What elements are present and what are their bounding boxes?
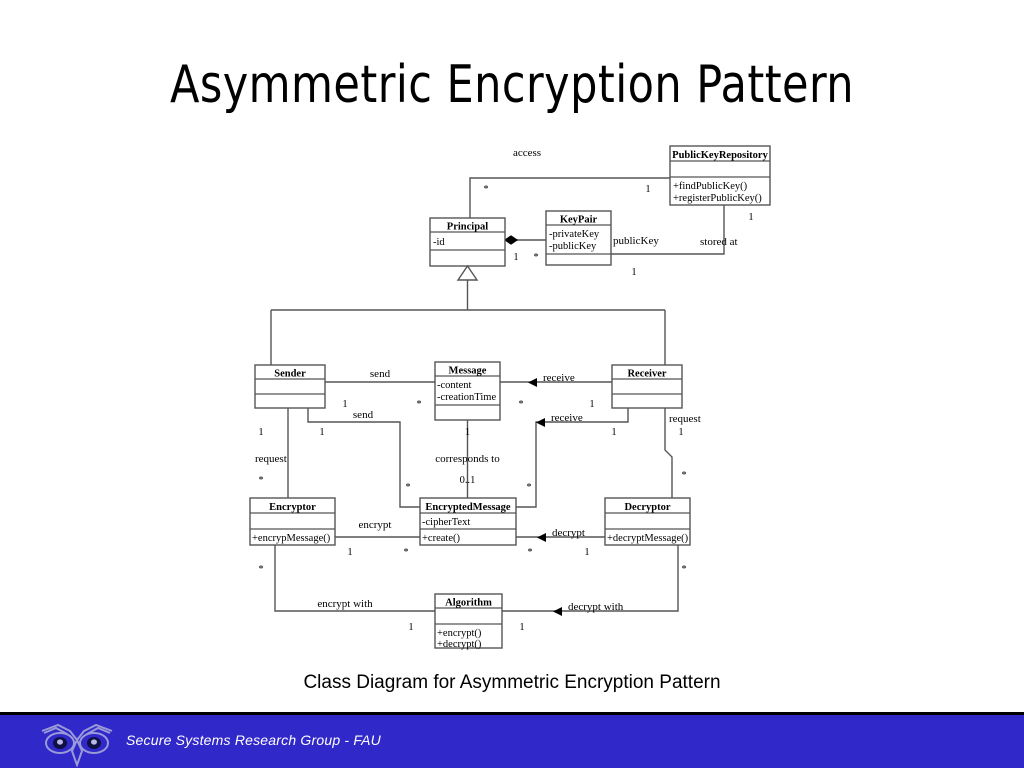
- encrypt-mult-encryptor: 1: [347, 547, 352, 558]
- principal-keypair-mult-keypair: *: [533, 252, 538, 263]
- association-request-decryptor-label: request: [669, 413, 701, 425]
- class-public-key-repository-operation-1: +registerPublicKey(): [673, 193, 762, 204]
- request-encryptor-mult-sender: 1: [258, 427, 263, 438]
- access-mult-repository: 1: [645, 184, 650, 195]
- class-algorithm-name: Algorithm: [445, 598, 492, 609]
- class-sender-name: Sender: [274, 369, 306, 380]
- class-key-pair-attribute-0: -privateKey: [549, 229, 600, 240]
- request-encryptor-mult-encryptor: *: [258, 475, 263, 486]
- decrypt-mult-decryptor: 1: [584, 547, 589, 558]
- owl-logo: [41, 723, 113, 767]
- encrypt-with-mult-encryptor: *: [258, 564, 263, 575]
- footer-text: Secure Systems Research Group - FAU: [126, 732, 381, 748]
- class-receiver[interactable]: Receiver: [611, 364, 683, 409]
- access-mult-principal: *: [483, 184, 488, 195]
- class-encryptor-operation-0: +encrypMessage(): [252, 533, 331, 544]
- decrypt-mult-encrypted: *: [527, 547, 532, 558]
- association-request-decryptor: request 1 *: [664, 408, 701, 498]
- receive-message-mult-receiver: 1: [589, 399, 594, 410]
- association-send-message: send 1 *: [325, 368, 435, 410]
- class-principal-attribute-0: -id: [433, 237, 445, 248]
- association-decrypt-with: decrypt with 1 *: [502, 545, 687, 633]
- class-encryptor-name: Encryptor: [269, 502, 316, 513]
- association-publickey-rolename: publicKey: [613, 235, 659, 247]
- class-key-pair[interactable]: KeyPair -privateKey -publicKey: [545, 210, 612, 266]
- stored-at-mult-keypair: 1: [631, 267, 636, 278]
- class-principal[interactable]: Principal -id: [429, 217, 506, 267]
- association-decrypt-with-label: decrypt with: [568, 601, 624, 613]
- association-encrypt-with: encrypt with * 1: [258, 545, 435, 633]
- class-sender[interactable]: Sender: [254, 364, 326, 409]
- association-send-encrypted-label: send: [353, 409, 374, 421]
- class-encrypted-message-attribute-0: -cipherText: [422, 517, 470, 528]
- send-message-mult-sender: 1: [342, 399, 347, 410]
- association-send-message-label: send: [370, 368, 391, 380]
- class-algorithm-operation-1: +decrypt(): [437, 639, 482, 650]
- association-decrypt: decrypt * 1: [516, 527, 605, 558]
- decrypt-with-mult-algorithm: 1: [519, 622, 524, 633]
- request-decryptor-mult-decryptor: *: [681, 470, 686, 481]
- receive-encrypted-mult-receiver: 1: [611, 427, 616, 438]
- send-message-mult-message: *: [416, 399, 421, 410]
- class-encrypted-message[interactable]: EncryptedMessage -cipherText +create(): [419, 497, 517, 546]
- association-corresponds-to: corresponds to 1 0..1: [435, 420, 500, 498]
- association-receive-encrypted: receive * 1: [516, 408, 629, 508]
- association-access-label: access: [513, 147, 541, 159]
- encrypt-with-mult-algorithm: 1: [408, 622, 413, 633]
- association-receive-message-label: receive: [543, 372, 575, 384]
- class-key-pair-name: KeyPair: [560, 215, 598, 226]
- association-encrypt: encrypt 1 *: [335, 519, 420, 558]
- send-encrypted-mult-sender: 1: [319, 427, 324, 438]
- page-title: Asymmetric Encryption Pattern: [169, 55, 855, 115]
- association-receive-encrypted-label: receive: [551, 412, 583, 424]
- send-encrypted-mult-encrypted: *: [405, 482, 410, 493]
- association-send-encrypted: send 1 *: [307, 408, 420, 508]
- corresponds-to-mult-encrypted: 0..1: [460, 475, 476, 486]
- principal-keypair-mult-principal: 1: [513, 252, 518, 263]
- class-public-key-repository-operation-0: +findPublicKey(): [673, 181, 748, 192]
- generalization-sender-receiver-principal: [270, 264, 666, 365]
- class-receiver-name: Receiver: [627, 369, 666, 380]
- class-encrypted-message-name: EncryptedMessage: [425, 502, 510, 513]
- footer-bar: Secure Systems Research Group - FAU: [0, 712, 1024, 768]
- class-public-key-repository[interactable]: PublicKeyRepository +findPublicKey() +re…: [669, 145, 771, 206]
- association-decrypt-label: decrypt: [552, 527, 585, 539]
- receive-encrypted-mult-encrypted: *: [526, 482, 531, 493]
- class-decryptor-name: Decryptor: [624, 502, 670, 513]
- class-key-pair-attribute-1: -publicKey: [549, 241, 597, 252]
- class-message-attribute-0: -content: [437, 380, 471, 391]
- association-corresponds-to-label: corresponds to: [435, 453, 500, 465]
- association-access: access * 1: [469, 147, 670, 218]
- class-decryptor-operation-0: +decryptMessage(): [607, 533, 689, 544]
- decrypt-with-mult-decryptor: *: [681, 564, 686, 575]
- association-stored-at: stored at 1 1: [611, 205, 754, 278]
- class-algorithm-operation-0: +encrypt(): [437, 628, 482, 639]
- association-receive-message: receive * 1: [500, 372, 612, 410]
- class-message-attribute-1: -creationTime: [437, 392, 496, 403]
- association-stored-at-label: stored at: [700, 236, 738, 248]
- association-request-encryptor: request 1 *: [255, 408, 289, 498]
- association-request-encryptor-label: request: [255, 453, 287, 465]
- class-principal-name: Principal: [447, 222, 488, 233]
- uml-class-diagram: .bx { fill:#ffffff; stroke:#555555; stro…: [0, 130, 1024, 670]
- class-decryptor[interactable]: Decryptor +decryptMessage(): [604, 497, 691, 546]
- encrypt-mult-encrypted: *: [403, 547, 408, 558]
- class-encryptor[interactable]: Encryptor +encrypMessage(): [249, 497, 336, 546]
- association-encrypt-label: encrypt: [359, 519, 392, 531]
- receive-message-mult-message: *: [518, 399, 523, 410]
- class-encrypted-message-operation-0: +create(): [422, 533, 460, 544]
- stored-at-mult-repository: 1: [748, 212, 753, 223]
- association-principal-keypair: 1 * publicKey: [503, 235, 659, 263]
- class-public-key-repository-name: PublicKeyRepository: [672, 150, 768, 161]
- diagram-caption: Class Diagram for Asymmetric Encryption …: [303, 672, 721, 693]
- association-encrypt-with-label: encrypt with: [317, 598, 373, 610]
- class-message[interactable]: Message -content -creationTime: [434, 361, 501, 421]
- class-algorithm[interactable]: Algorithm +encrypt() +decrypt(): [434, 593, 503, 650]
- request-decryptor-mult-receiver: 1: [678, 427, 683, 438]
- class-message-name: Message: [449, 366, 487, 377]
- corresponds-to-mult-message: 1: [465, 427, 470, 438]
